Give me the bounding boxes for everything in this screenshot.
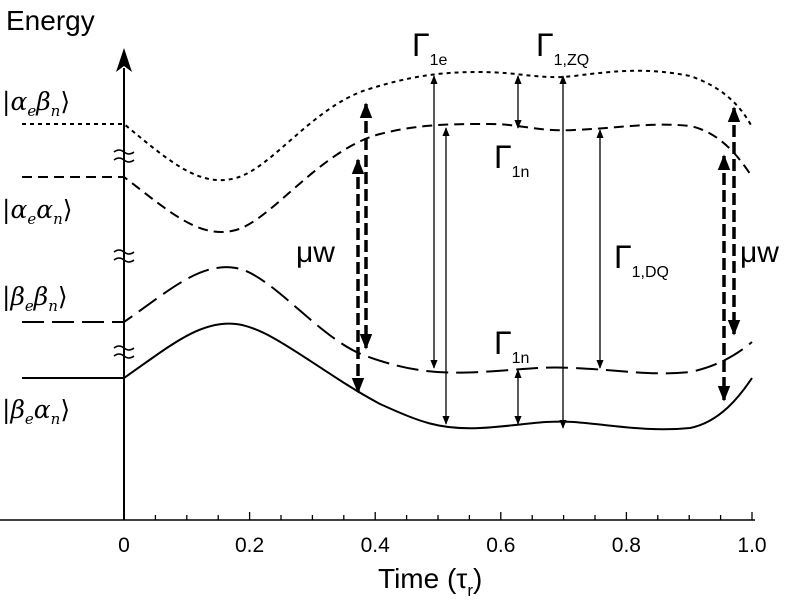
- state-label-alpha-e-beta-n: |αeβn⟩: [2, 87, 70, 120]
- label-mw-right: μw: [740, 236, 779, 269]
- x-axis-label: Time (τr): [378, 563, 482, 600]
- level-beta-e-beta-n: [22, 266, 753, 375]
- label-gamma-1zq: Γ1,ZQ: [536, 27, 589, 69]
- label-mw-left: μw: [296, 236, 335, 269]
- y-axis-arrowhead: [116, 48, 132, 72]
- x-tick-label: 0.8: [612, 534, 641, 557]
- x-tick-label: 0.4: [361, 534, 391, 557]
- x-tick-label: 0.2: [235, 534, 264, 557]
- state-label-beta-e-alpha-n: |βeαn⟩: [2, 395, 70, 428]
- y-axis-label: Energy: [6, 5, 95, 36]
- label-gamma-1e: Γ1e: [412, 27, 448, 69]
- x-tick-label: 1.0: [737, 534, 766, 557]
- state-label-beta-e-beta-n: |βeβn⟩: [2, 282, 68, 315]
- x-axis-tick-labels: 0 0.2 0.4 0.6 0.8 1.0: [118, 534, 766, 557]
- x-tick-label: 0: [118, 534, 130, 557]
- label-gamma-1dq: Γ1,DQ: [614, 239, 669, 281]
- level-alpha-e-beta-n: [22, 69, 753, 182]
- level-beta-e-alpha-n: [22, 322, 753, 431]
- axis-break-marks: [113, 149, 135, 359]
- level-alpha-e-alpha-n: [22, 122, 753, 233]
- state-label-alpha-e-alpha-n: |αeαn⟩: [2, 195, 73, 228]
- label-gamma-1n-top: Γ1n: [494, 139, 529, 181]
- x-tick-label: 0.6: [486, 534, 515, 557]
- label-gamma-1n-bottom: Γ1n: [494, 325, 529, 367]
- x-axis-ticks: [123, 512, 753, 520]
